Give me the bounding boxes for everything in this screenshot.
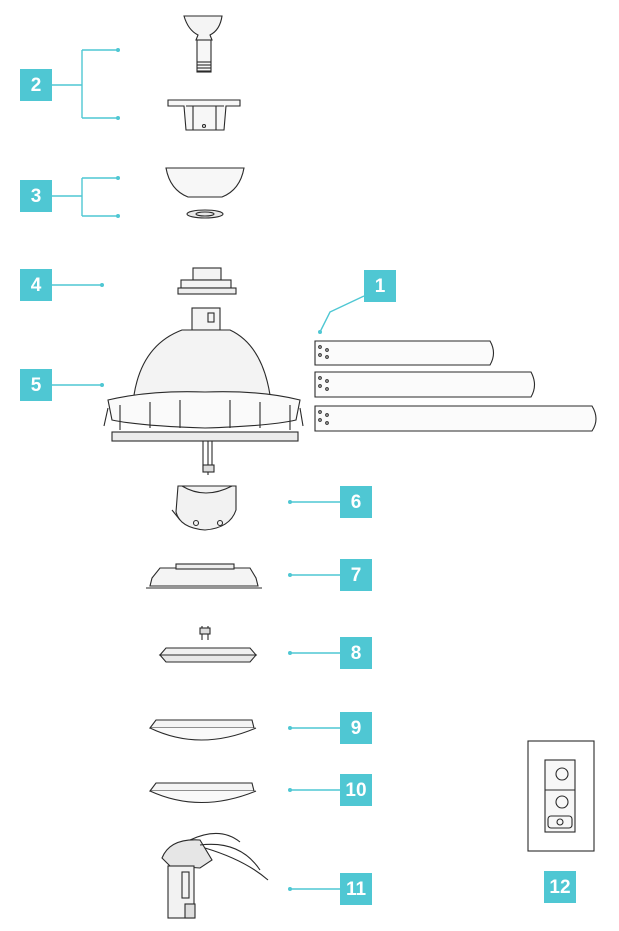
coupling-illustration — [178, 268, 236, 294]
downrod-illustration — [184, 16, 222, 72]
canopy-illustration — [166, 168, 244, 218]
shade-illustration-10 — [150, 783, 256, 803]
callout-2: 2 — [20, 69, 52, 101]
callout-12: 12 — [544, 871, 576, 903]
light-plate-illustration — [146, 564, 262, 588]
callout-label: 12 — [549, 878, 570, 897]
callout-8: 8 — [340, 637, 372, 669]
led-module-illustration — [160, 626, 256, 662]
callout-3: 3 — [20, 180, 52, 212]
blade-illustration-2 — [315, 372, 535, 397]
callout-label: 10 — [345, 781, 366, 800]
callout-label: 1 — [375, 277, 386, 296]
callout-9: 9 — [340, 712, 372, 744]
callout-label: 5 — [31, 376, 42, 395]
callout-label: 7 — [351, 566, 362, 585]
bracket-illustration — [168, 100, 240, 130]
motor-illustration — [104, 308, 303, 475]
callout-label: 6 — [351, 493, 362, 512]
callout-5: 5 — [20, 369, 52, 401]
callout-label: 3 — [31, 187, 42, 206]
callout-label: 9 — [351, 719, 362, 738]
callout-6: 6 — [340, 486, 372, 518]
receiver-illustration — [162, 833, 268, 918]
callout-11: 11 — [340, 873, 372, 905]
blade-illustration-3 — [315, 406, 596, 431]
callout-label: 2 — [31, 76, 42, 95]
callout-10: 10 — [340, 774, 372, 806]
blade-illustration-1 — [315, 341, 494, 365]
callout-1: 1 — [364, 270, 396, 302]
shade-illustration-9 — [150, 720, 256, 740]
switch-housing-illustration — [172, 486, 236, 530]
callout-4: 4 — [20, 269, 52, 301]
callout-label: 11 — [346, 880, 366, 899]
callout-label: 8 — [351, 644, 362, 663]
wall-control-illustration — [528, 741, 594, 851]
callout-7: 7 — [340, 559, 372, 591]
callout-label: 4 — [31, 276, 42, 295]
